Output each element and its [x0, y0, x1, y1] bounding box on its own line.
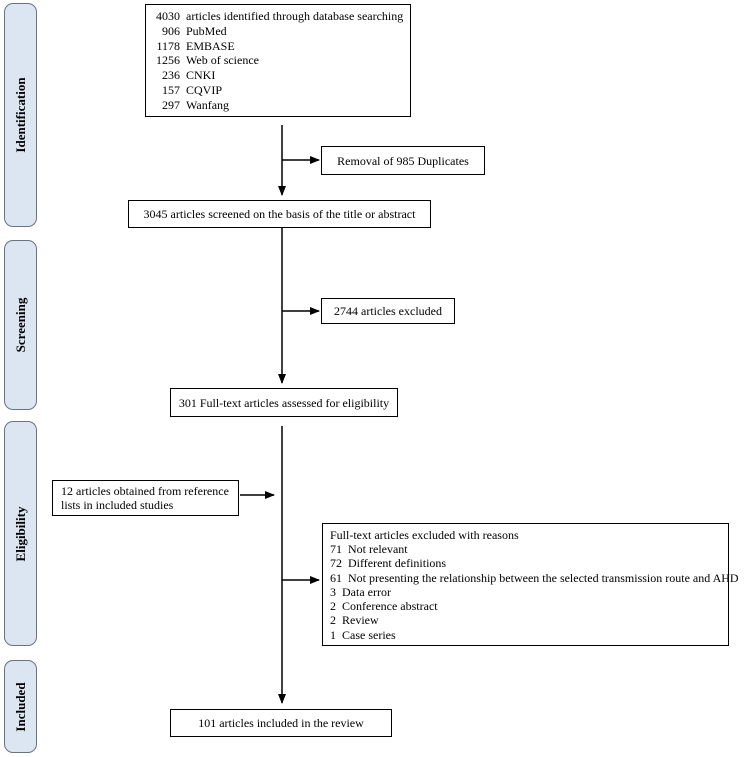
phase-screening: Screening: [4, 240, 37, 410]
identified-count: 4030: [156, 9, 180, 23]
included-text: 101 articles included in the review: [198, 716, 364, 730]
source-label: Wanfang: [186, 97, 230, 112]
source-count: 236: [162, 68, 180, 83]
duplicates-text: Removal of 985 Duplicates: [337, 153, 469, 168]
source-row: 1178 EMBASE: [146, 39, 410, 54]
source-row: 297 Wanfang: [146, 98, 410, 113]
reference-lists-box: 12 articles obtained from reference list…: [52, 480, 239, 516]
reason-count: 72: [330, 556, 342, 571]
fulltext-excluded-box: Full-text articles excluded with reasons…: [322, 523, 739, 646]
identified-label: articles identified through database sea…: [186, 9, 404, 23]
source-count: 906: [162, 23, 180, 38]
exclusion-reason: 2 Review: [330, 613, 728, 627]
source-row: 157 CQVIP: [146, 83, 410, 98]
fulltext-excluded-heading: Full-text articles excluded with reasons: [330, 528, 519, 542]
reason-label: Data error: [342, 584, 391, 599]
exclusion-reason: 1 Case series: [330, 628, 728, 642]
exclusion-reason: 3 Data error: [330, 585, 728, 599]
source-label: EMBASE: [186, 38, 235, 53]
screened-box: 3045 articles screened on the basis of t…: [128, 200, 431, 228]
reason-label: Different definitions: [348, 556, 447, 571]
identified-headline: 4030 articles identified through databas…: [146, 9, 410, 24]
phase-screening-label: Screening: [12, 297, 28, 353]
source-label: Web of science: [186, 53, 259, 68]
reason-count: 3: [330, 584, 336, 599]
duplicates-box: Removal of 985 Duplicates: [321, 146, 485, 175]
reason-count: 71: [330, 542, 342, 556]
reason-label: Not relevant: [348, 542, 408, 556]
phase-included-label: Included: [12, 681, 28, 732]
source-count: 157: [162, 82, 180, 97]
source-count: 1178: [156, 38, 180, 53]
reason-count: 2: [330, 599, 336, 614]
reason-label: Case series: [342, 627, 396, 642]
source-count: 297: [162, 97, 180, 112]
phase-identification: Identification: [4, 3, 37, 227]
exclusion-reason: 61 Not presenting the relationship betwe…: [330, 570, 739, 585]
source-row: 1256 Web of science: [146, 53, 410, 68]
fulltext-assessed-box: 301 Full-text articles assessed for elig…: [170, 388, 398, 417]
exclusion-reason: 2 Conference abstract: [330, 599, 728, 613]
screen-excluded-box: 2744 articles excluded: [321, 298, 455, 324]
source-label: CQVIP: [186, 82, 223, 97]
source-label: CNKI: [186, 68, 216, 83]
reason-label: Review: [342, 613, 379, 628]
exclusion-reason: 72 Different definitions: [330, 556, 728, 570]
phase-included: Included: [4, 660, 37, 753]
source-label: PubMed: [186, 23, 227, 38]
exclusion-reason: 71 Not relevant: [330, 542, 728, 556]
source-count: 1256: [156, 53, 180, 68]
phase-identification-label: Identification: [12, 77, 28, 153]
screened-text: 3045 articles screened on the basis of t…: [143, 207, 416, 221]
screen-excluded-text: 2744 articles excluded: [334, 304, 442, 318]
phase-eligibility: Eligibility: [4, 421, 37, 646]
included-box: 101 articles included in the review: [170, 709, 392, 737]
phase-eligibility-label: Eligibility: [12, 506, 28, 561]
source-row: 906 PubMed: [146, 24, 410, 39]
reason-label: Not presenting the relationship between …: [348, 570, 739, 585]
reason-count: 1: [330, 627, 336, 642]
reason-count: 61: [330, 570, 342, 585]
fulltext-assessed-text: 301 Full-text articles assessed for elig…: [178, 395, 390, 410]
reason-label: Conference abstract: [342, 599, 438, 614]
identified-box: 4030 articles identified through databas…: [145, 4, 411, 117]
source-row: 236 CNKI: [146, 68, 410, 83]
reason-count: 2: [330, 613, 336, 628]
reference-lists-text: 12 articles obtained from reference list…: [61, 484, 229, 512]
